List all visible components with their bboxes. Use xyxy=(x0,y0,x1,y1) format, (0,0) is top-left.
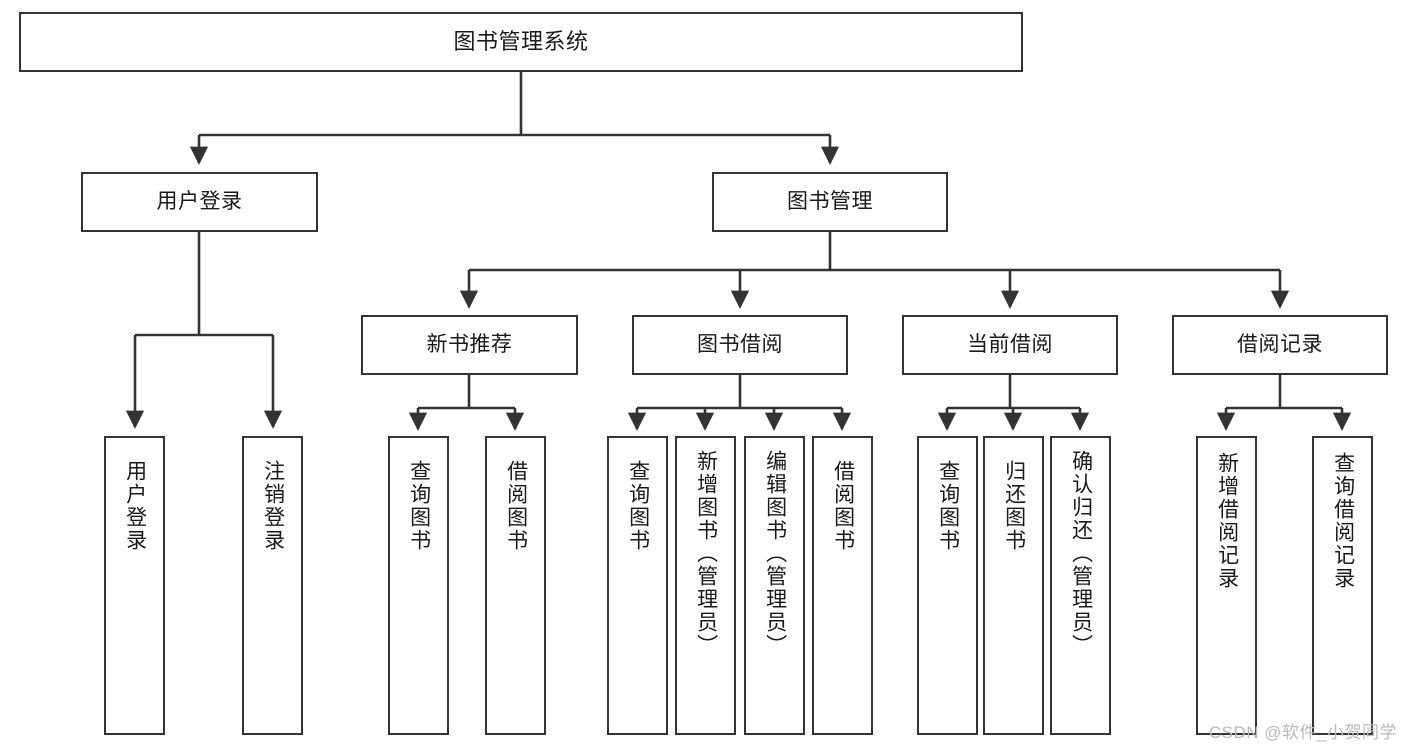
node-label: 查询图书 xyxy=(407,460,431,552)
leaf-add-book[interactable]: 新增图书（管理员） xyxy=(675,436,736,735)
leaf-borrow-book-recommend[interactable]: 借阅图书 xyxy=(485,436,546,735)
node-label: 借阅记录 xyxy=(1237,332,1323,356)
node-label: 确认归还（管理员） xyxy=(1069,450,1093,657)
leaf-user-login[interactable]: 用户登录 xyxy=(104,436,165,735)
node-label: 借阅图书 xyxy=(504,460,528,552)
node-book-borrow[interactable]: 图书借阅 xyxy=(632,315,848,375)
node-label: 编辑图书（管理员） xyxy=(763,450,787,657)
node-new-book-recommend[interactable]: 新书推荐 xyxy=(361,315,578,375)
node-label: 新书推荐 xyxy=(426,332,513,356)
node-label: 用户登录 xyxy=(123,460,147,552)
node-current-borrow[interactable]: 当前借阅 xyxy=(902,315,1118,375)
leaf-query-book-borrow[interactable]: 查询图书 xyxy=(607,436,668,735)
node-label: 当前借阅 xyxy=(967,332,1053,356)
node-book-manage[interactable]: 图书管理 xyxy=(712,172,948,232)
leaf-confirm-return[interactable]: 确认归还（管理员） xyxy=(1050,436,1111,735)
leaf-edit-book[interactable]: 编辑图书（管理员） xyxy=(744,436,805,735)
leaf-return-book[interactable]: 归还图书 xyxy=(983,436,1044,735)
node-label: 查询图书 xyxy=(936,460,960,552)
node-label: 图书借阅 xyxy=(697,332,783,356)
node-user-login[interactable]: 用户登录 xyxy=(81,172,318,232)
leaf-add-borrow-record[interactable]: 新增借阅记录 xyxy=(1196,436,1257,735)
node-label: 新增图书（管理员） xyxy=(694,450,718,657)
node-label: 查询借阅记录 xyxy=(1331,452,1355,590)
node-label: 借阅图书 xyxy=(831,460,855,552)
node-label: 注销登录 xyxy=(261,460,285,552)
leaf-query-book-recommend[interactable]: 查询图书 xyxy=(388,436,449,735)
node-label: 图书管理 xyxy=(787,189,873,213)
node-label: 新增借阅记录 xyxy=(1215,452,1239,590)
node-label: 查询图书 xyxy=(626,460,650,552)
leaf-query-book-current[interactable]: 查询图书 xyxy=(917,436,978,735)
leaf-borrow-book-borrow[interactable]: 借阅图书 xyxy=(812,436,873,735)
leaf-logout-login[interactable]: 注销登录 xyxy=(242,436,303,735)
node-borrow-record[interactable]: 借阅记录 xyxy=(1172,315,1388,375)
node-root-system[interactable]: 图书管理系统 xyxy=(19,12,1023,72)
node-label: 用户登录 xyxy=(156,189,243,213)
leaf-query-borrow-record[interactable]: 查询借阅记录 xyxy=(1312,436,1373,735)
node-label: 归还图书 xyxy=(1002,460,1026,552)
node-label: 图书管理系统 xyxy=(453,29,589,55)
